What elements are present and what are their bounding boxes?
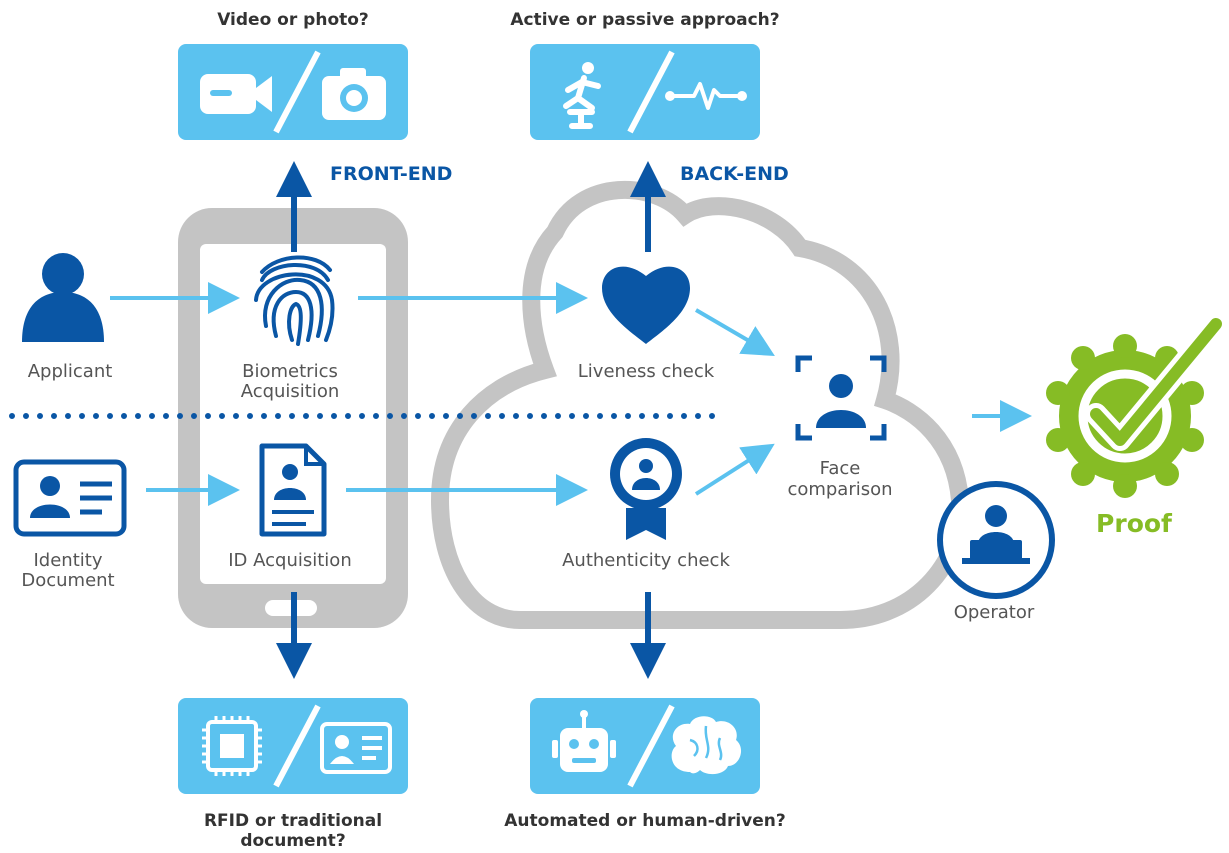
- fingerprint-icon: [254, 255, 335, 346]
- question-video-photo: Video or photo?: [217, 10, 369, 30]
- question-active-passive: Active or passive approach?: [510, 10, 779, 30]
- automated-human-box: [530, 698, 760, 794]
- question-rfid-line2: document?: [240, 831, 345, 851]
- flow-arrows: [110, 282, 1032, 506]
- label-face-line1: Face: [820, 458, 861, 479]
- label-identity-line2: Document: [21, 570, 114, 591]
- rfid-document-box: [178, 698, 408, 794]
- label-proof: Proof: [1096, 509, 1173, 538]
- video-camera-icon: [200, 74, 272, 114]
- chip-icon: [202, 716, 262, 776]
- operator-icon: [937, 481, 1055, 599]
- check-seal-icon: [1046, 313, 1227, 498]
- face-scan-icon: [795, 355, 887, 441]
- pulse-icon: [665, 82, 747, 110]
- question-automated-human: Automated or human-driven?: [504, 811, 785, 831]
- person-icon: [22, 253, 104, 342]
- question-rfid-line1: RFID or traditional: [204, 811, 382, 831]
- identity-document-icon: [13, 459, 127, 537]
- robot-icon: [552, 710, 616, 772]
- label-biometrics-line1: Biometrics: [242, 361, 338, 382]
- label-authenticity: Authenticity check: [562, 550, 730, 571]
- brain-icon: [671, 716, 742, 775]
- label-identity-line1: Identity: [34, 550, 103, 571]
- award-badge-icon: [610, 438, 682, 540]
- id-card-icon: [320, 722, 392, 774]
- header-back-end: BACK-END: [680, 163, 789, 185]
- header-front-end: FRONT-END: [330, 163, 452, 185]
- video-photo-box: [178, 44, 408, 140]
- label-id-acquisition: ID Acquisition: [228, 550, 351, 571]
- running-person-icon: [563, 62, 601, 129]
- label-operator: Operator: [954, 602, 1035, 623]
- label-biometrics-line2: Acquisition: [241, 381, 340, 402]
- heart-icon: [602, 266, 690, 344]
- label-face-line2: comparison: [787, 479, 892, 500]
- label-applicant: Applicant: [28, 361, 113, 382]
- dark-arrows: [276, 161, 666, 679]
- document-icon: [259, 443, 327, 537]
- active-passive-box: [530, 44, 760, 140]
- label-liveness: Liveness check: [578, 361, 715, 382]
- photo-camera-icon: [322, 68, 386, 120]
